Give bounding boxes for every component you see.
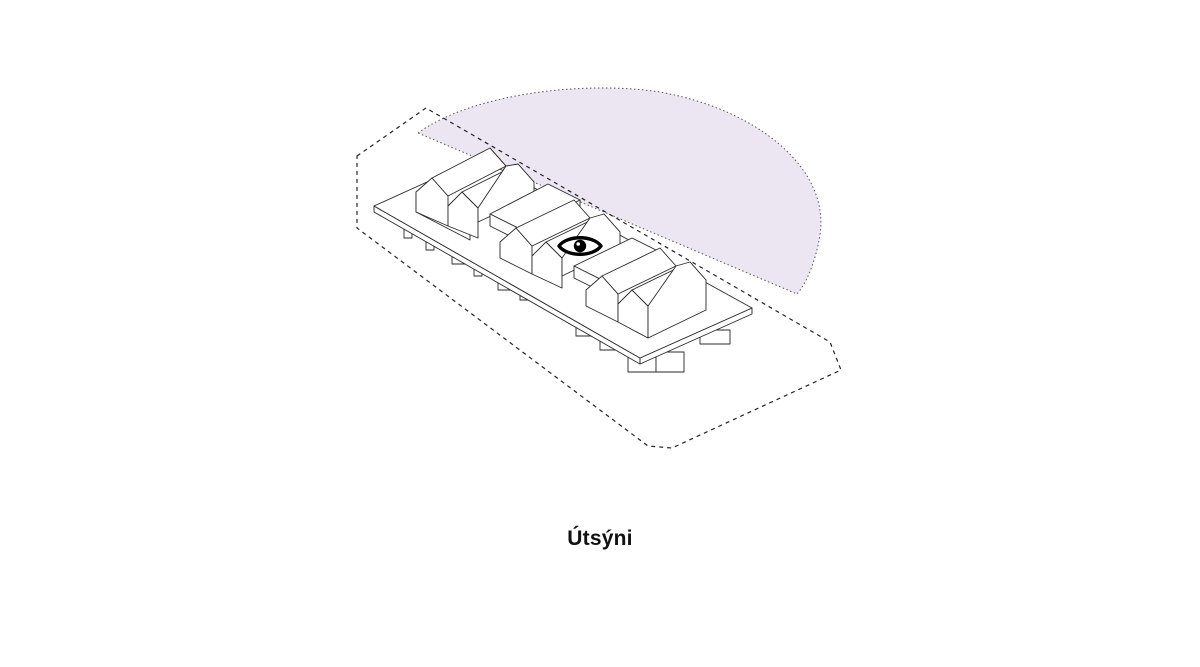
eye-icon (557, 236, 603, 256)
building-complex (373, 147, 753, 373)
house-module-3 (585, 247, 707, 339)
view-zone (416, 87, 822, 295)
site-boundary (356, 107, 842, 449)
diagram-caption: Útsýni (567, 527, 633, 550)
house-module-1 (415, 147, 535, 241)
